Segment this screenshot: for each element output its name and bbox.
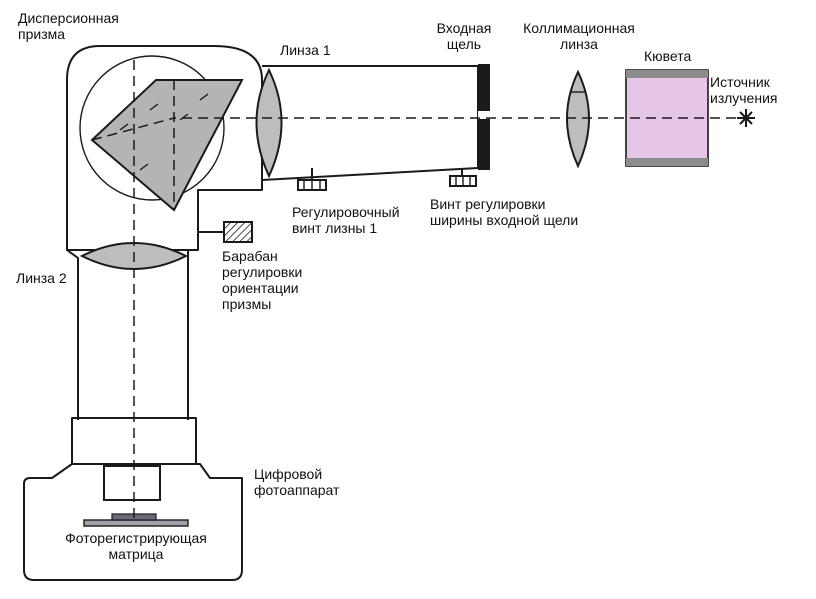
light-beam bbox=[91, 60, 736, 520]
label-entrance-slit: Входная щель bbox=[436, 20, 492, 52]
label-slit-screw: Винт регулировки ширины входной щели bbox=[430, 196, 579, 228]
sensor-matrix bbox=[83, 513, 189, 527]
hatched-knob-icon bbox=[198, 221, 253, 243]
label-collimating-lens: Коллимационная линза bbox=[523, 20, 635, 52]
label-source: Источник излучения bbox=[710, 74, 778, 106]
label-lens1-screw: Регулировочный винт лизны 1 bbox=[292, 204, 400, 236]
imaging-tube bbox=[66, 249, 197, 465]
collimating-lens bbox=[566, 69, 590, 169]
label-prism: Дисперсионная призма bbox=[18, 10, 119, 42]
label-lens-1: Линза 1 bbox=[280, 42, 331, 58]
label-lens-2: Линза 2 bbox=[16, 270, 67, 286]
label-cuvette: Кювета bbox=[644, 48, 692, 64]
lens-1 bbox=[255, 67, 283, 179]
asterisk-star-icon bbox=[737, 109, 755, 127]
digital-camera bbox=[23, 463, 243, 581]
slit-adjust-screw bbox=[449, 168, 477, 187]
lens1-adjust-screw bbox=[297, 168, 327, 191]
label-drum: Барабан регулировки ориентации призмы bbox=[222, 248, 303, 312]
prism-housing bbox=[66, 45, 263, 251]
collimator-tube bbox=[261, 64, 490, 181]
label-sensor: Фоторегистрирующая матрица bbox=[65, 530, 207, 562]
label-camera: Цифровой фотоаппарат bbox=[254, 466, 340, 498]
